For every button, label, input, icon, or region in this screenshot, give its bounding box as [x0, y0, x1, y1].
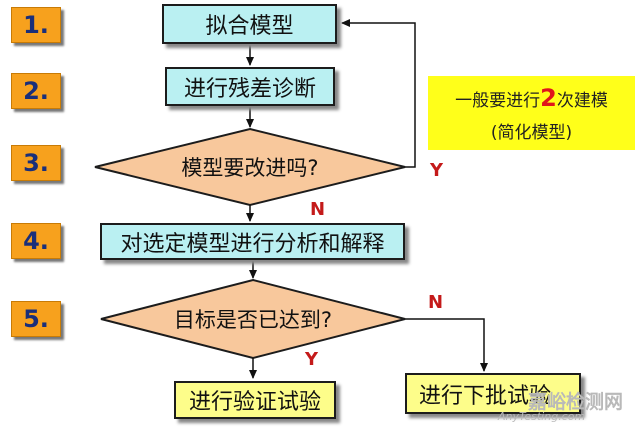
- step-number-5: 5.: [11, 301, 61, 337]
- decision-text-improve: 模型要改进吗?: [181, 156, 319, 180]
- label-no-goal: N: [428, 292, 444, 313]
- box-analysis: 对选定模型进行分析和解释: [100, 223, 405, 260]
- box-fit-model: 拟合模型: [162, 4, 337, 44]
- box-next-batch: 进行下批试验: [405, 373, 581, 414]
- watermark-brand: 嘉峪检测网: [528, 391, 624, 413]
- note-suffix: 次建模: [556, 91, 608, 111]
- box-residual-diagnosis: 进行残差诊断: [165, 67, 335, 106]
- step-number-3: 3.: [11, 145, 61, 181]
- note-line-2: (简化模型): [490, 123, 573, 143]
- step-number-2: 2.: [11, 73, 61, 109]
- note-line-1: 一般要进行2次建模: [428, 84, 635, 112]
- label-yes-loop: Y: [430, 160, 444, 181]
- note-number: 2: [540, 84, 557, 112]
- watermark-url: AnyTesting.com: [498, 410, 586, 423]
- note-modeling-count: 一般要进行2次建模 (简化模型): [428, 76, 635, 150]
- arrow-goal-to-next-batch: [405, 318, 488, 372]
- box-verification: 进行验证试验: [174, 381, 336, 419]
- step-number-4: 4.: [11, 223, 61, 259]
- step-number-1: 1.: [11, 7, 61, 43]
- decision-text-goal: 目标是否已达到?: [173, 308, 333, 332]
- label-no-improve: N: [310, 199, 326, 220]
- label-yes-goal: Y: [305, 349, 319, 370]
- arrow-loop-back: [341, 19, 416, 168]
- note-prefix: 一般要进行: [455, 91, 541, 111]
